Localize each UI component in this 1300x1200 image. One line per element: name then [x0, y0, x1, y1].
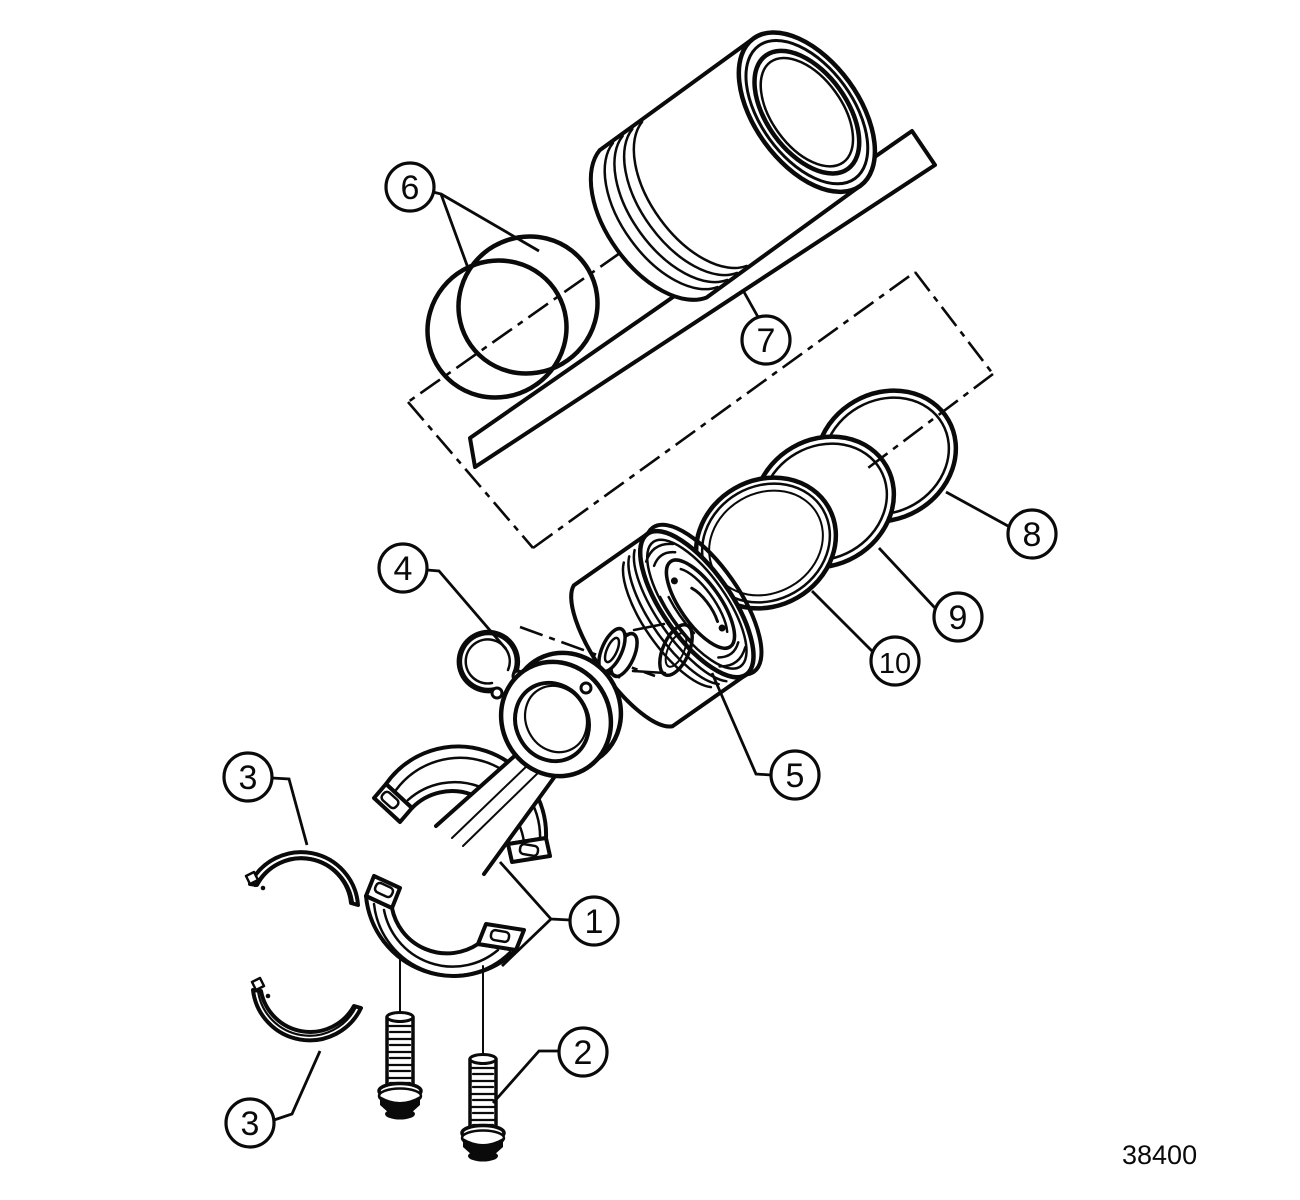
callout-number: 7 [757, 322, 776, 360]
callout-number: 9 [949, 599, 968, 637]
callout-9: 9 [877, 547, 984, 643]
bearing-shell-lower [250, 976, 363, 1043]
callout-number: 10 [879, 648, 911, 680]
callout-balloon [377, 542, 429, 594]
callout-number: 3 [241, 1105, 260, 1143]
callout-number: 6 [401, 169, 420, 207]
leader-line [501, 917, 552, 968]
callout-3: 3 [224, 1050, 322, 1149]
leader-line [491, 1049, 559, 1104]
bearing-cap [364, 874, 526, 1057]
callout-7: 7 [740, 291, 792, 366]
callout-number: 4 [394, 550, 413, 588]
callouts-layer: 1 2 3 3 4 5 6 7 8 9 10 [222, 161, 1058, 1149]
callout-number: 1 [585, 903, 604, 941]
leader-line [271, 776, 309, 846]
seal-ring-front [425, 258, 569, 400]
callout-balloon [384, 161, 436, 213]
seal-ring-rear [456, 234, 600, 376]
callout-10: 10 [811, 590, 921, 687]
rod-split-pad-right [506, 836, 552, 864]
leader-line [877, 547, 937, 609]
callout-3: 3 [222, 751, 309, 846]
callout-balloon [740, 314, 792, 366]
callout-2: 2 [491, 1026, 609, 1104]
ring-stack-centerline [867, 372, 994, 470]
cylinder-liner [588, 30, 878, 302]
callout-5: 5 [710, 672, 821, 801]
callout-balloon [932, 591, 984, 643]
leader-line [945, 490, 1009, 528]
callout-number: 8 [1023, 516, 1042, 554]
callout-balloon [769, 749, 821, 801]
leader-line [426, 568, 508, 650]
callout-number: 3 [239, 759, 258, 797]
boundary-left-corner [407, 401, 534, 549]
piston-pin [597, 626, 639, 679]
leader-line [440, 192, 540, 253]
boundary-right-corner [913, 271, 995, 375]
leader-line [811, 590, 873, 652]
bearing-shell-upper [244, 850, 360, 907]
pin-bore-icon [658, 623, 694, 677]
callout-balloon [224, 1097, 276, 1149]
callout-balloon [222, 751, 274, 803]
rod-beam [436, 752, 561, 874]
callout-balloon [557, 1026, 609, 1078]
callout-balloon [568, 895, 620, 947]
callout-6: 6 [384, 161, 540, 269]
leader-line [742, 291, 760, 318]
callout-balloon [869, 635, 921, 687]
oil-hole-icon [579, 681, 593, 695]
callout-8: 8 [945, 490, 1058, 560]
liner-seal-rings [425, 234, 600, 400]
callout-4: 4 [377, 542, 508, 650]
rod-bolt-left [377, 1010, 423, 1122]
leader-line [498, 861, 571, 922]
callout-1: 1 [498, 861, 620, 968]
leader-line [273, 1050, 322, 1122]
boundary-bottom-line [532, 270, 916, 550]
callout-number: 5 [786, 757, 805, 795]
centerlines [407, 251, 995, 550]
piston-pin-centerline [519, 625, 656, 678]
leader-line [710, 672, 772, 777]
callout-number: 2 [574, 1034, 593, 1072]
rod-bolt-right [460, 1052, 506, 1164]
cap-body [364, 894, 518, 978]
cap-bolt-boss-right [476, 922, 526, 952]
figure-number: 38400 [1122, 1140, 1197, 1170]
cap-bolt-boss-left [364, 874, 402, 910]
connecting-rod [372, 650, 624, 876]
leader-line [432, 190, 470, 269]
callout-balloon [1006, 508, 1058, 560]
